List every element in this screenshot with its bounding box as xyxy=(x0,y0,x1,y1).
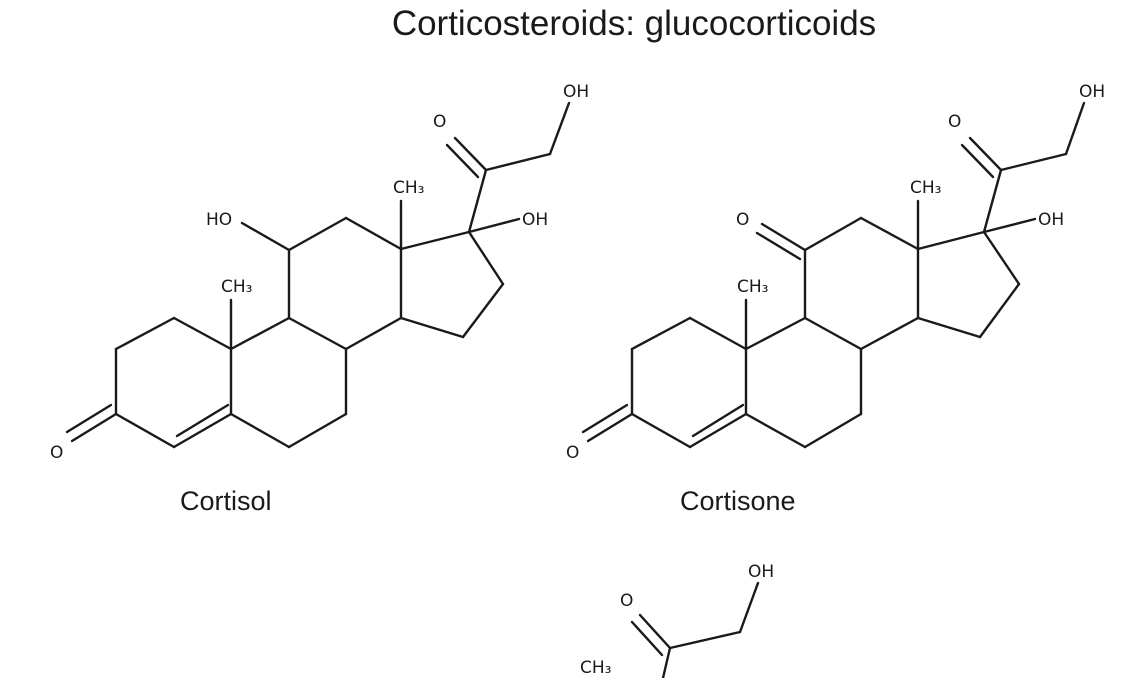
cortisone-o-3: O xyxy=(566,443,579,463)
cortisol-ch3-18: CH₃ xyxy=(393,178,424,198)
cortisol-oh-17: OH xyxy=(522,210,548,230)
cortisone-label: Cortisone xyxy=(680,486,796,516)
cortisol-bonds xyxy=(65,101,571,449)
cortisone-bonds xyxy=(581,101,1086,449)
cortisone-oh-17: OH xyxy=(1038,210,1064,230)
cortisone-atom-labels: O CH₃ CH₃ OH O OH O xyxy=(566,82,1105,463)
cortisone-structure: O CH₃ CH₃ OH O OH O xyxy=(566,82,1105,463)
third-ch3: CH₃ xyxy=(580,658,611,678)
cortisol-ho-11: HO xyxy=(206,210,232,230)
cortisone-ch3-19: CH₃ xyxy=(737,277,768,297)
cortisone-ch3-18: CH₃ xyxy=(910,178,941,198)
cortisol-label: Cortisol xyxy=(180,486,272,516)
cortisone-o-11: O xyxy=(736,210,749,230)
third-structure-bonds xyxy=(630,581,760,678)
third-structure-partial: O OH CH₃ xyxy=(580,562,774,678)
page-title: Corticosteroids: glucocorticoids xyxy=(391,4,877,43)
cortisol-structure: HO CH₃ CH₃ OH O OH O xyxy=(50,82,589,463)
cortisol-atom-labels: HO CH₃ CH₃ OH O OH O xyxy=(50,82,589,463)
cortisol-ch3-19: CH₃ xyxy=(221,277,252,297)
third-structure-atom-labels: O OH CH₃ xyxy=(580,562,774,678)
cortisol-oh-21: OH xyxy=(563,82,589,102)
cortisol-o-3: O xyxy=(50,443,63,463)
cortisone-o-20: O xyxy=(948,112,961,132)
cortisol-o-20: O xyxy=(433,112,446,132)
third-o-20: O xyxy=(620,591,633,611)
cortisone-oh-21: OH xyxy=(1079,82,1105,102)
third-oh-21: OH xyxy=(748,562,774,582)
